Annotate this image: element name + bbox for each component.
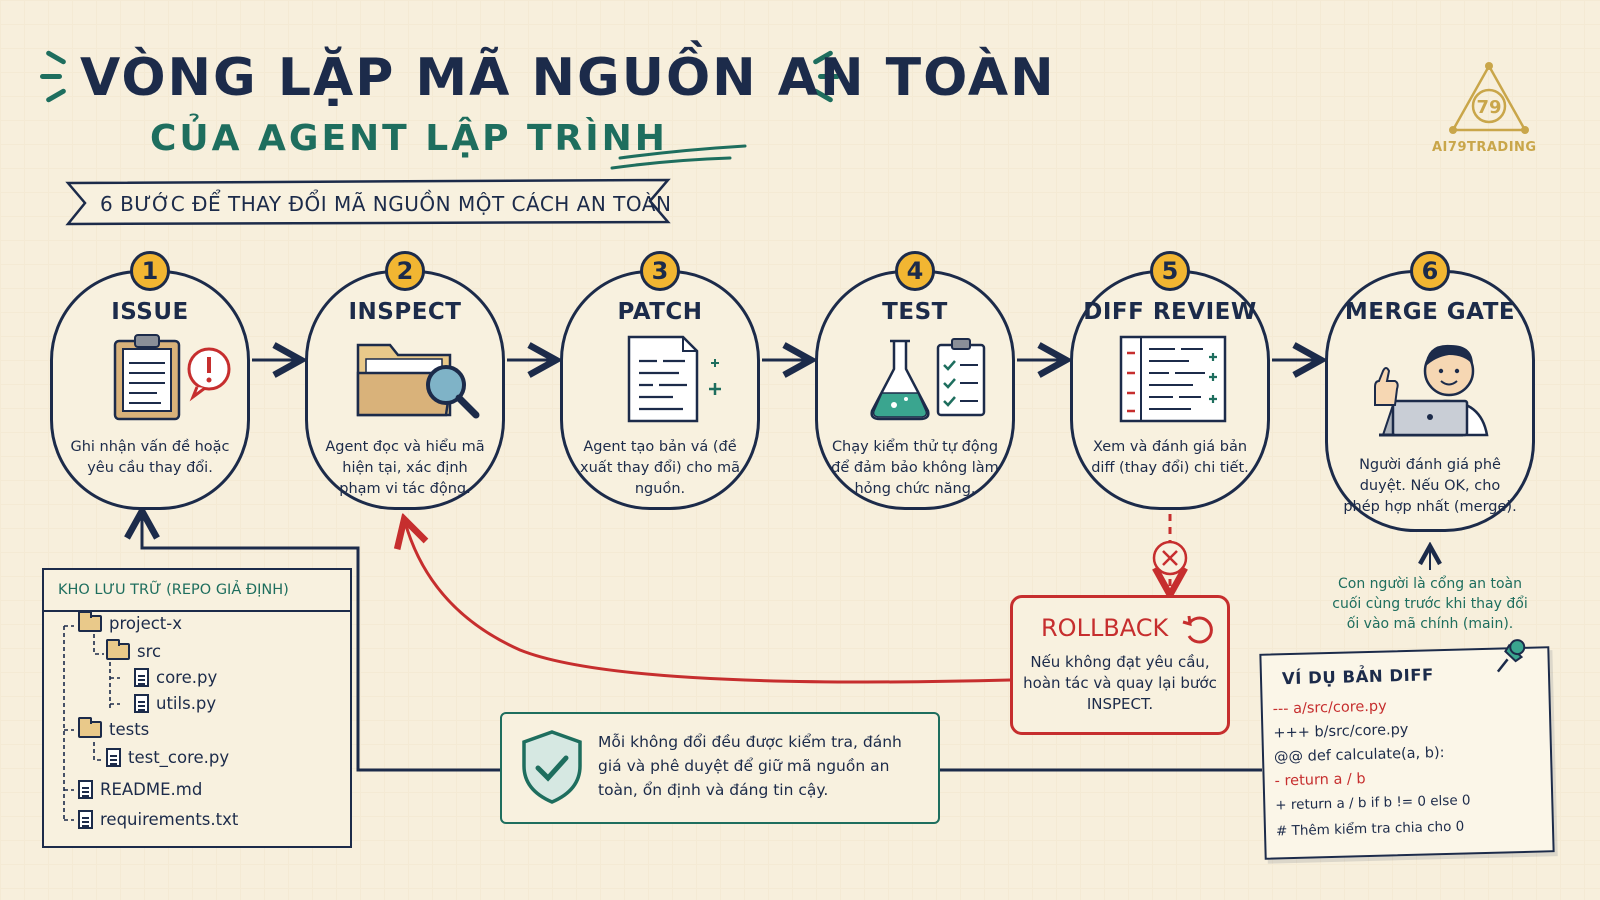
repo-title: KHO LƯU TRỮ (REPO GIẢ ĐỊNH) [58,582,289,598]
diff-line: - return a / b [1274,771,1366,790]
flask-checklist-icon [870,338,986,421]
tree-item[interactable]: tests [78,717,149,739]
step-description: Agent tạo bản vá (đề xuất thay đổi) cho … [580,439,740,497]
tree-guides [63,625,120,821]
step-title: DIFF REVIEW [1083,299,1257,325]
diff-line: +++ b/src/core.py [1273,721,1409,742]
reviewer-thumbs-up-icon [1374,344,1489,437]
step-test[interactable]: 4 TEST Chạy kiểm thử tự động để đảm bảo … [815,251,1015,510]
step-number: 5 [1150,251,1190,291]
file-icon [134,668,149,687]
step-description: Người đánh giá phê duyệt. Nếu OK, cho ph… [1343,457,1517,515]
step-diff-review[interactable]: 5 DIFF REVIEW Xem và đánh giá bản diff (… [1070,251,1270,510]
diff-line: # Thêm kiểm tra chia cho 0 [1275,818,1465,840]
page-title: VÒNG LẶP MÃ NGUỒN AN TOÀN [80,48,1056,108]
step-description: Chạy kiểm thử tự động để đảm bảo không l… [831,439,999,497]
folder-icon [106,639,130,660]
rollback-description: Nếu không đạt yêu cầu, hoàn tác và quay … [1023,653,1217,713]
step-title: TEST [882,299,948,325]
clipboard-alert-icon [113,334,231,421]
step-description: Xem và đánh giá bản diff (thay đổi) chi … [1091,439,1249,476]
rollback-title: ROLLBACK [1041,614,1169,642]
merge-gate-note: Con người là cổng an toàn cuối cùng trướ… [1332,576,1528,632]
step-title: PATCH [617,299,703,325]
step-inspect[interactable]: 2 INSPECT Agent đọc và hiểu mã hiện tại,… [305,251,505,510]
step-description: Agent đọc và hiểu mã hiện tại, xác định … [325,439,485,497]
step-issue[interactable]: 1 ISSUE Ghi nhận vấn đề hoặc yêu cầu tha… [50,251,250,510]
tree-item[interactable]: README.md [78,780,202,799]
diff-line: --- a/src/core.py [1272,698,1387,718]
folder-icon [78,611,102,632]
step-merge-gate[interactable]: 6 MERGE GATE Người đánh giá phê duyệt. N… [1325,251,1535,532]
diff-line: @@ def calculate(a, b): [1273,745,1445,766]
undo-icon [1182,615,1213,644]
step-number: 3 [640,251,680,291]
step-title: ISSUE [111,299,189,325]
tree-item[interactable]: utils.py [134,694,216,713]
pushpin-icon [1496,639,1526,673]
step-description: Ghi nhận vấn đề hoặc yêu cầu thay đổi. [70,439,230,476]
svg-text:79: 79 [1476,97,1501,118]
document-plus-icon [627,335,721,423]
file-icon [78,810,93,829]
folder-magnifier-icon [356,343,480,419]
diff-sheet-icon [1119,335,1227,423]
diff-line: + return a / b if b != 0 else 0 [1275,792,1471,814]
loop-back-arrow [142,514,1262,772]
brand-logo-icon: 79 [1449,62,1529,134]
file-icon [78,780,93,799]
step-title: INSPECT [348,299,462,325]
tree-item[interactable]: src [106,639,161,661]
diff-title: VÍ DỤ BẢN DIFF [1281,665,1434,689]
brand-name: AI79TRADING [1432,140,1537,155]
diff-example-card: VÍ DỤ BẢN DIFF --- a/src/core.py +++ b/s… [1259,639,1555,860]
banner-text: 6 BƯỚC ĐỂ THAY ĐỔI MÃ NGUỒN MỘT CÁCH AN … [100,192,672,216]
file-icon [106,748,121,767]
rollback-arrow [405,522,1011,684]
safety-note-box: Mỗi không đổi đều được kiểm tra, đánh gi… [500,712,940,824]
step-number: 6 [1410,251,1450,291]
folder-icon [78,717,102,738]
step-patch[interactable]: 3 PATCH Agent tạo bản vá (đề xuất thay đ… [560,251,760,510]
step-title: MERGE GATE [1344,299,1516,325]
tree-item[interactable]: project-x [78,611,182,633]
step-number: 1 [130,251,170,291]
rollback-box: ROLLBACK Nếu không đạt yêu cầu, hoàn tác… [1010,595,1230,735]
file-icon [134,694,149,713]
safety-note-text: Mỗi không đổi đều được kiểm tra, đánh gi… [598,733,902,799]
banner-ribbon [65,178,671,226]
tree-item[interactable]: test_core.py [106,748,229,767]
step-number: 4 [895,251,935,291]
step-number: 2 [385,251,425,291]
page-subtitle: CỦA AGENT LẬP TRÌNH [150,118,668,159]
shield-check-icon [522,730,582,804]
tree-item[interactable]: requirements.txt [78,810,238,829]
tree-item[interactable]: core.py [134,668,217,687]
repo-panel: KHO LƯU TRỮ (REPO GIẢ ĐỊNH) project-x sr… [42,568,352,848]
